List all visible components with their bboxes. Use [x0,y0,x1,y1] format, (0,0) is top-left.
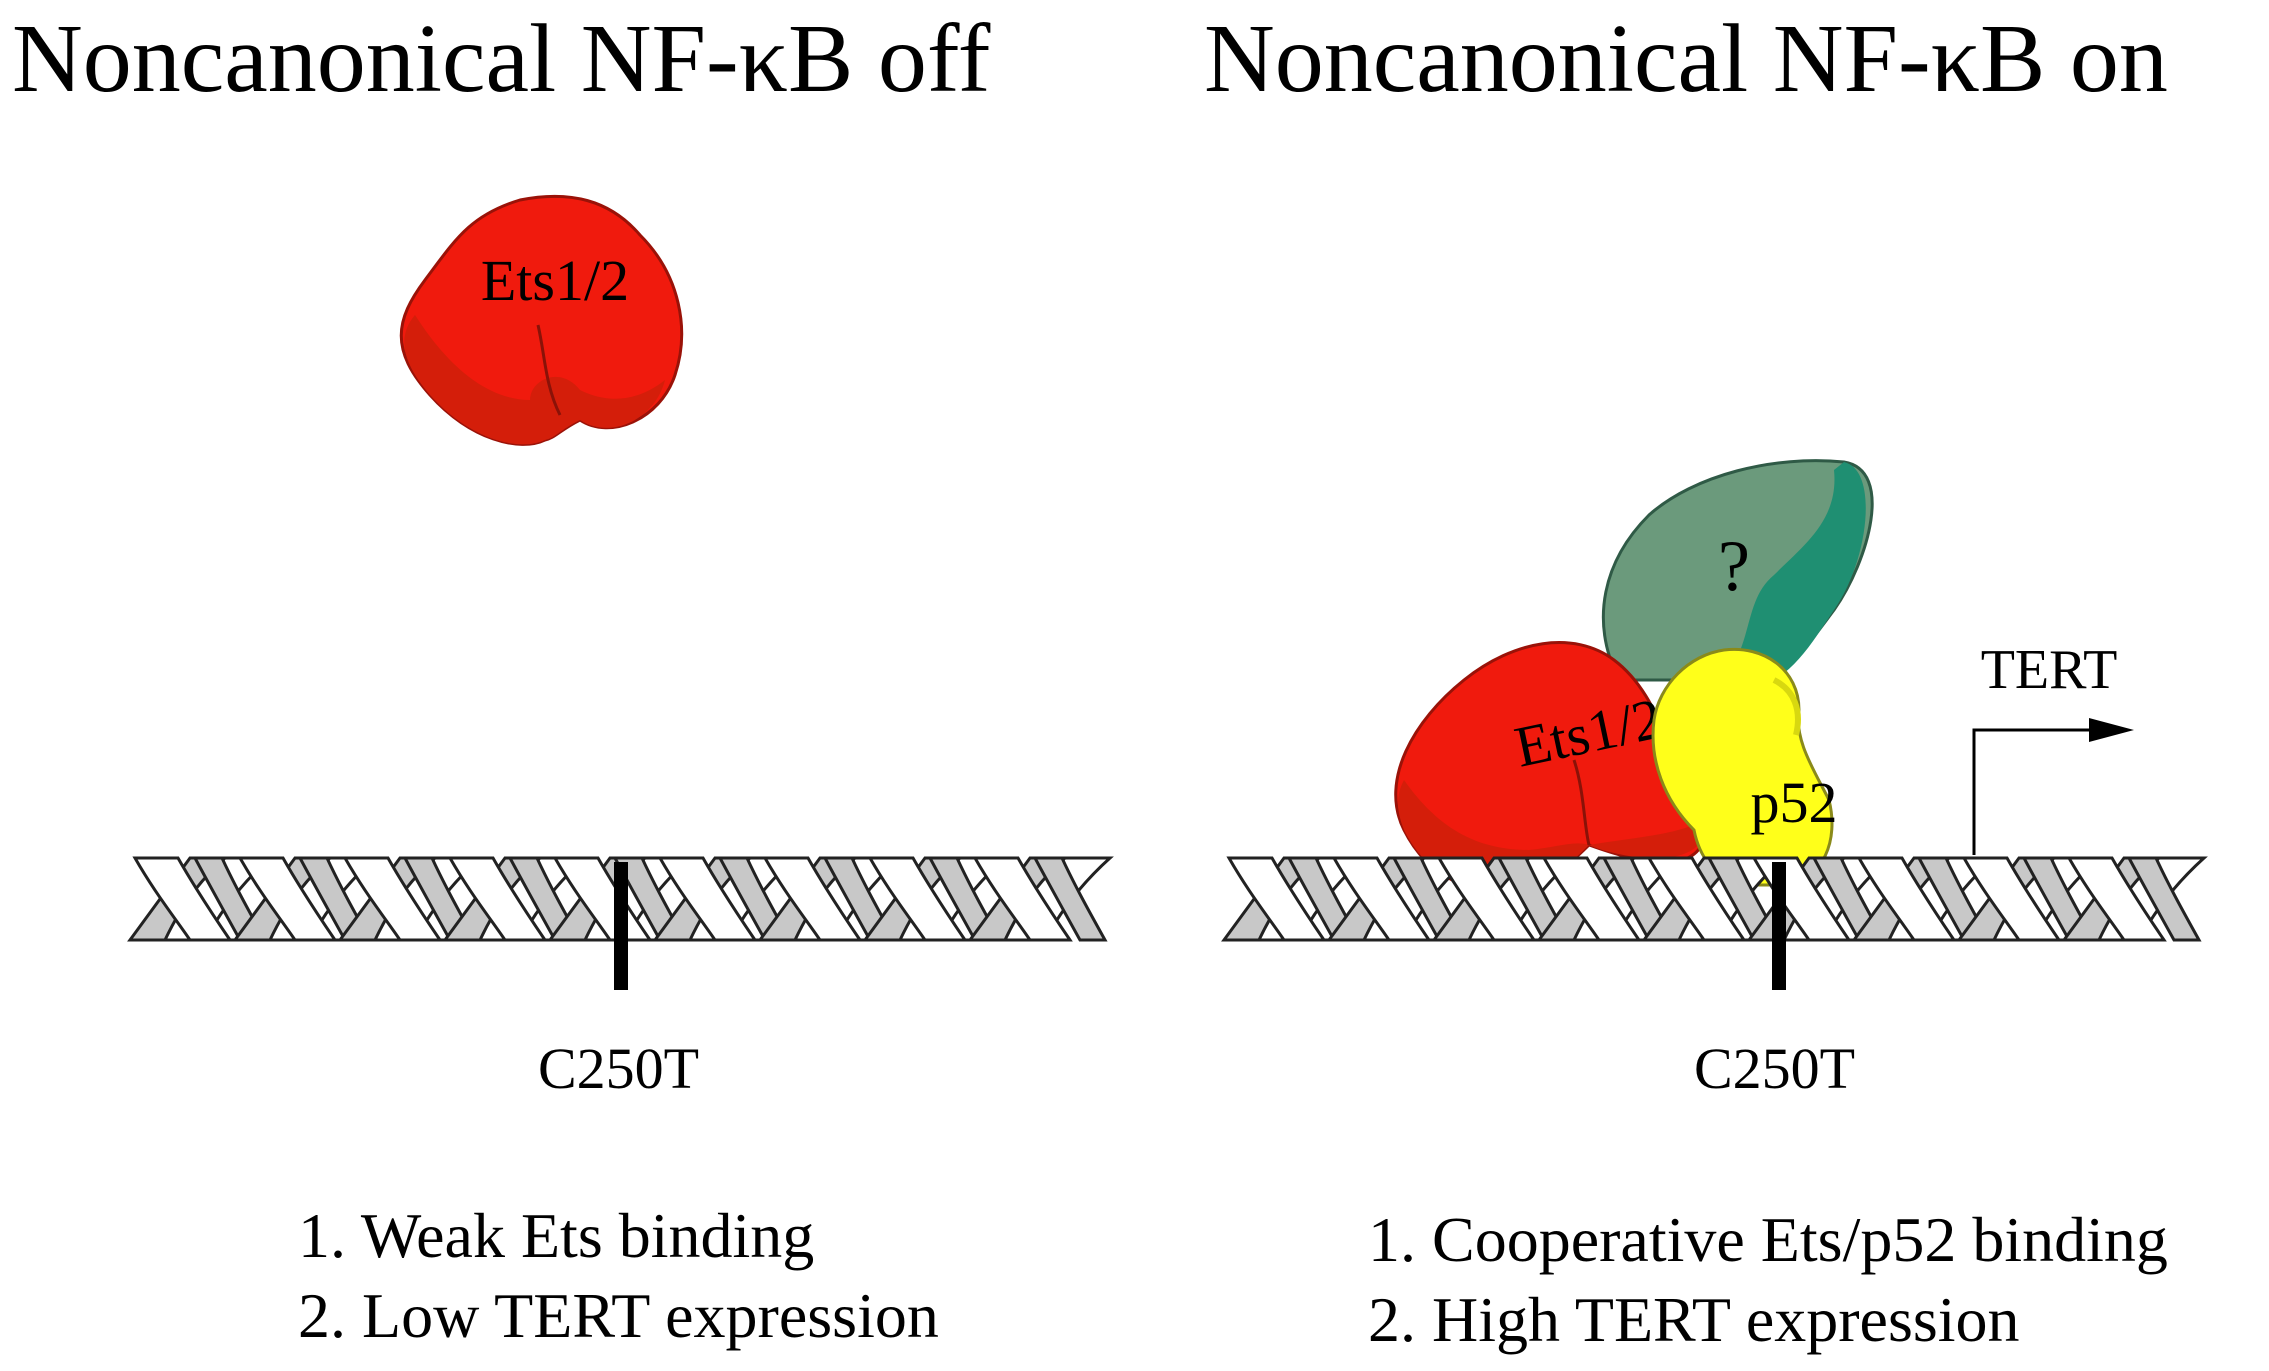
panel-title: Noncanonical NF-κB on [1204,5,2168,113]
unknown-label: ? [1718,526,1750,606]
mutation-site-marker [614,862,628,990]
unknown-cofactor: ? [1601,459,1874,682]
p52-protein: p52 [1651,647,1838,887]
mutation-site-label: C250T [1694,1036,1856,1101]
outcome-item: 2. High TERT expression [1368,1284,2020,1355]
outcome-item: 1. Cooperative Ets/p52 binding [1368,1204,2168,1275]
transcription-arrow [1972,718,2134,855]
outcome-list: 1. Weak Ets binding 2. Low TERT expressi… [298,1196,939,1356]
dna-helix [1222,856,2206,942]
mutation-site-label: C250T [538,1036,700,1101]
binding-diagram: ? Ets1/2 p52 [1222,459,2206,990]
mutation-site-marker [1772,862,1786,990]
outcome-list: 1. Cooperative Ets/p52 binding 2. High T… [1368,1200,2168,1360]
dna-helix [128,856,1112,942]
outcome-item: 2. Low TERT expression [298,1280,939,1351]
ets-protein: Ets1/2 [399,194,684,446]
ets-label: Ets1/2 [481,248,629,313]
panel-noncanonical-off: Noncanonical NF-κB off Ets1/2 [0,0,1134,1371]
binding-diagram: Ets1/2 [128,194,1112,990]
panel-noncanonical-on: Noncanonical NF-κB on ? Ets1/2 p52 [1134,0,2268,1371]
gene-label: TERT [1981,639,2118,701]
p52-label: p52 [1751,770,1838,835]
outcome-item: 1. Weak Ets binding [298,1200,815,1271]
panel-title: Noncanonical NF-κB off [12,5,991,113]
